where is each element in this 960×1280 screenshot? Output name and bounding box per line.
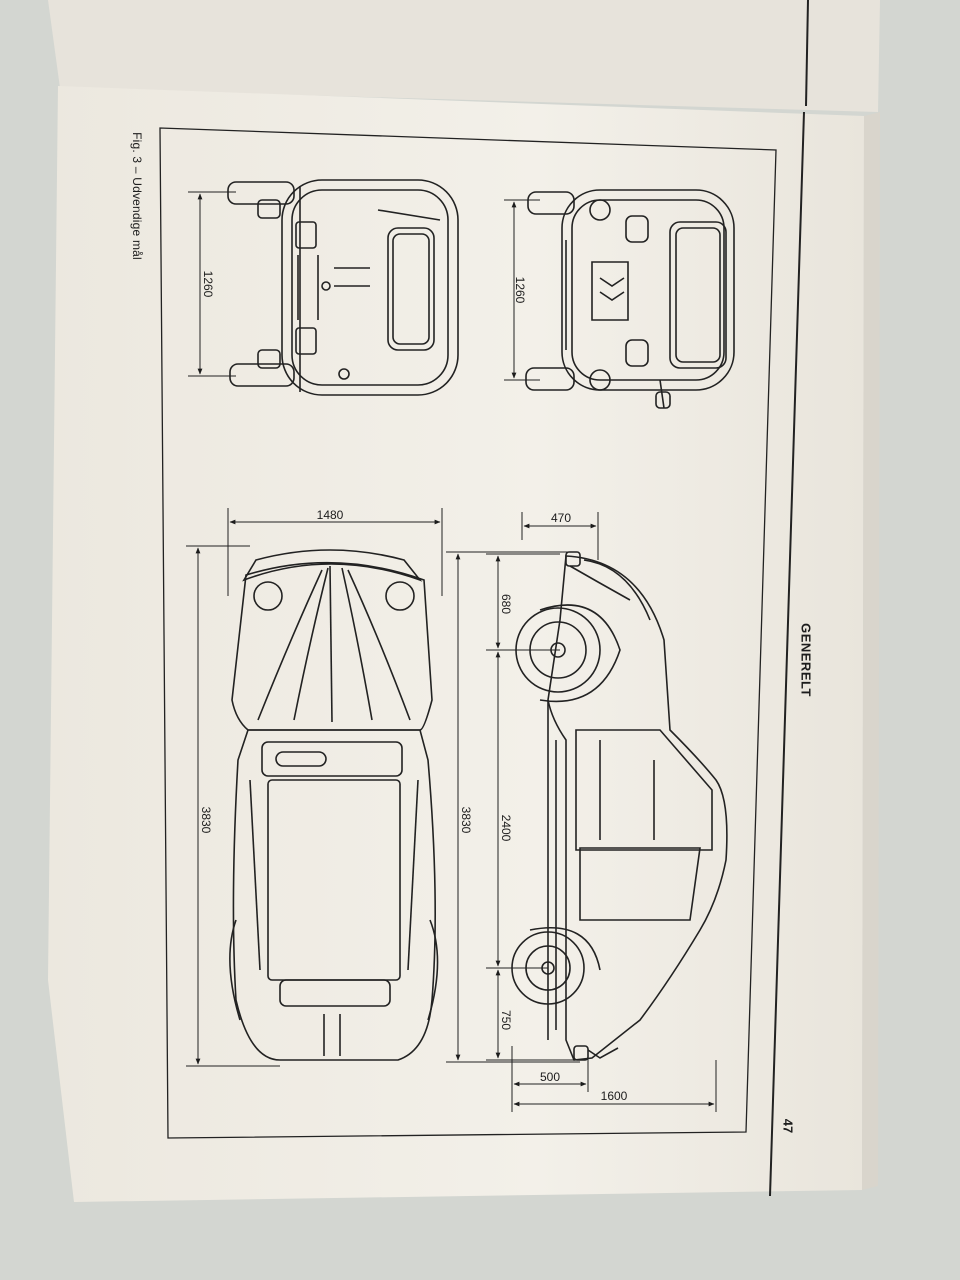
section-title: GENERELT — [798, 623, 814, 697]
top-width-label: 1480 — [316, 508, 344, 522]
front-view-track-dimension — [504, 199, 540, 381]
side-470-label: 470 — [550, 511, 572, 525]
front-view-drawing — [525, 189, 735, 409]
rear-view-track-dimension — [188, 191, 236, 377]
drawing-frame — [159, 127, 777, 1139]
top-length-label: 3830 — [199, 806, 213, 834]
side-680-label: 680 — [499, 593, 513, 615]
front-page — [48, 86, 864, 1202]
page-number: 47 — [780, 1118, 796, 1134]
side-500-label: 500 — [539, 1070, 561, 1084]
side-view-drawing — [511, 551, 728, 1061]
side-view-dimensions — [446, 512, 717, 1112]
top-view-drawing — [229, 549, 439, 1061]
back-page — [48, 0, 880, 112]
side-length-label: 3830 — [459, 806, 473, 834]
rear-track-label: 1260 — [201, 270, 215, 298]
figure-caption: Fig. 3 – Udvendige mål — [130, 132, 144, 260]
front-track-label: 1260 — [513, 276, 527, 304]
top-view-length-dimension — [186, 545, 280, 1067]
rear-view-drawing — [227, 179, 459, 396]
top-view-width-dimension — [227, 508, 443, 596]
side-wheelbase-label: 2400 — [499, 814, 513, 842]
side-750-label: 750 — [499, 1009, 513, 1031]
side-1600-label: 1600 — [600, 1089, 628, 1103]
